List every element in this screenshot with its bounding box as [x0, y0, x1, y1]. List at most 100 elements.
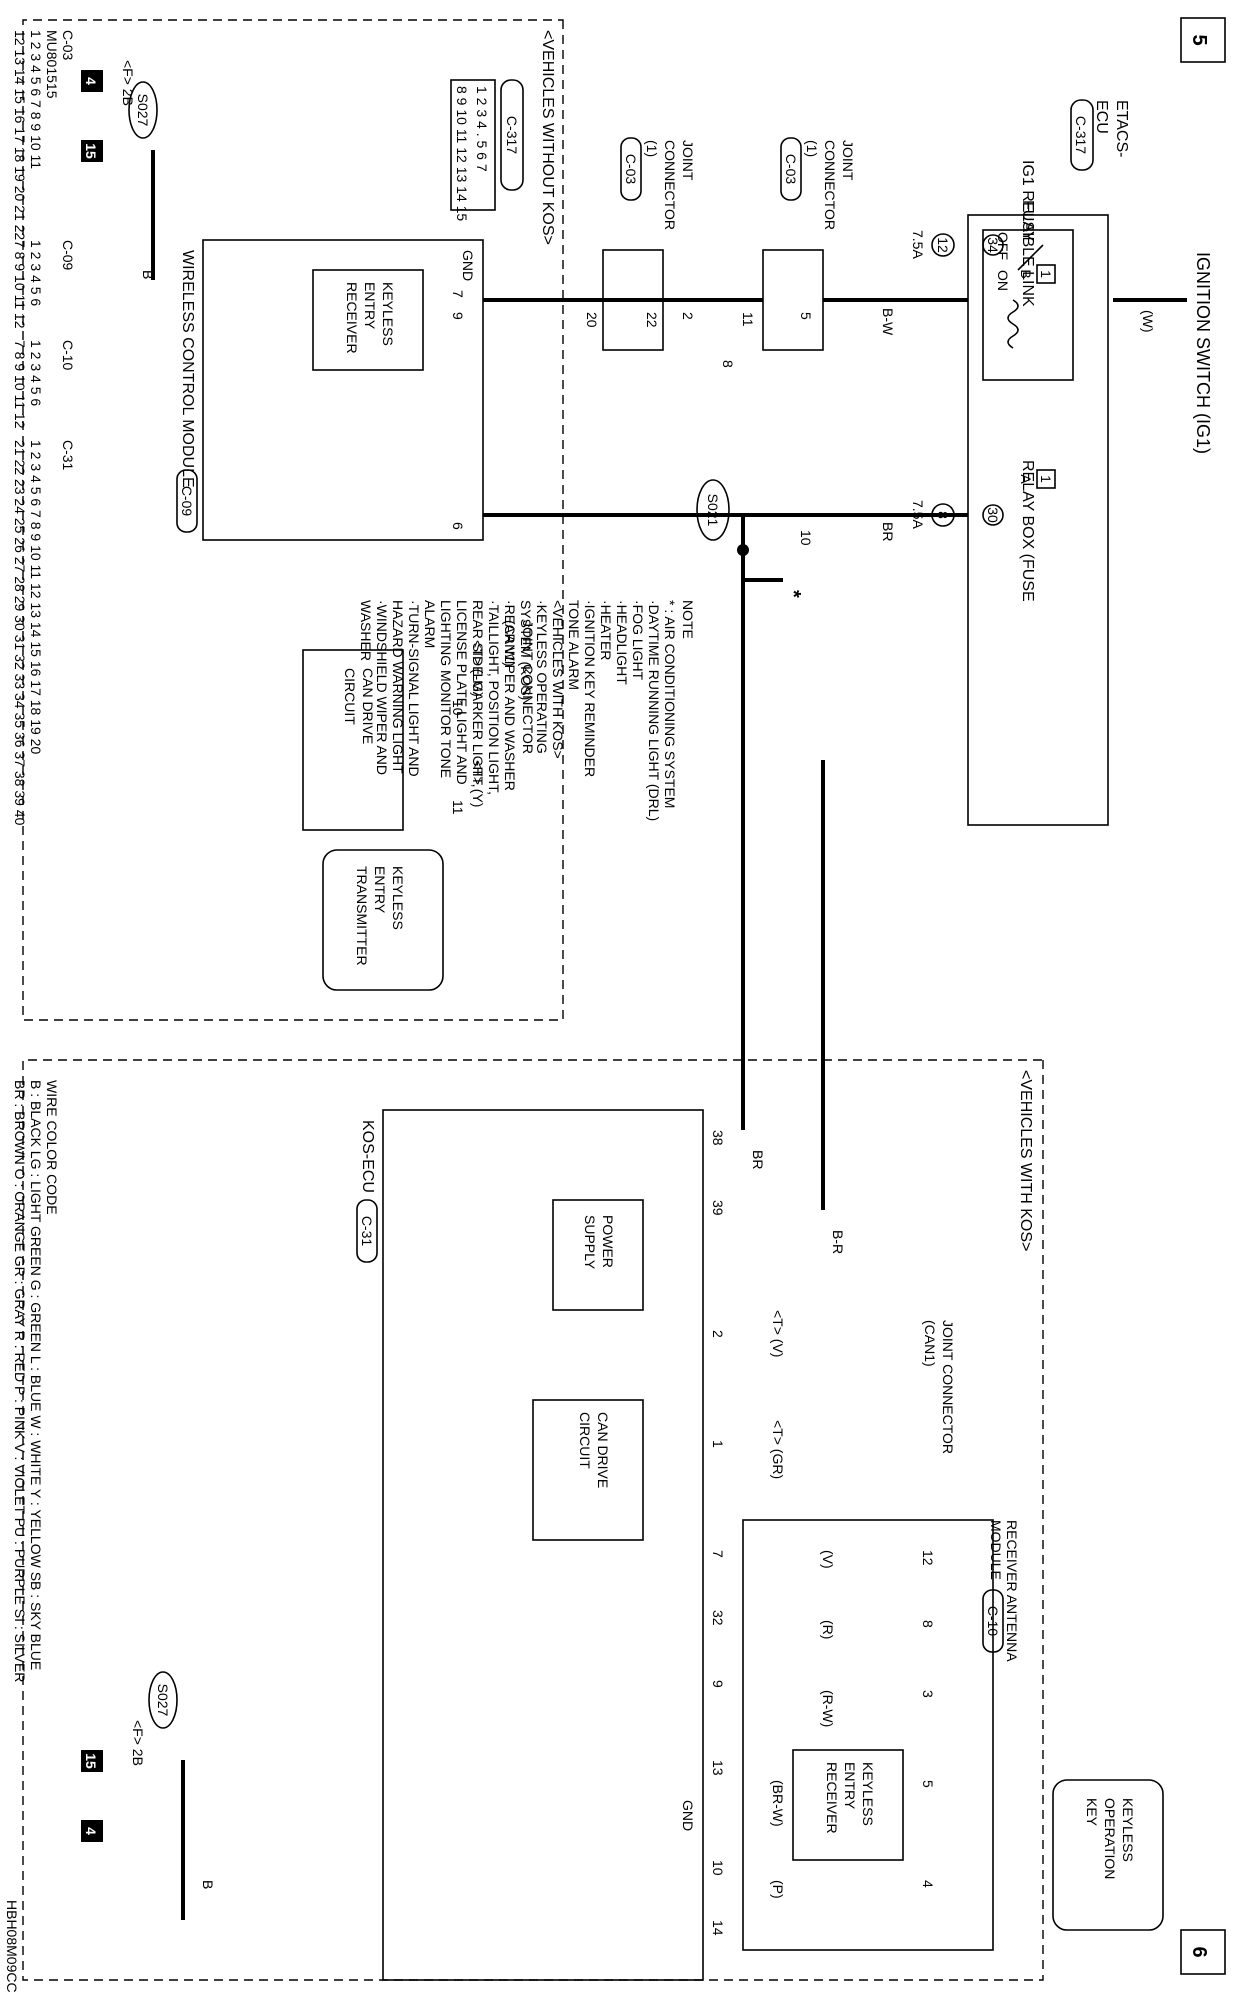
kos-pin-14: 14 [710, 1920, 726, 1936]
note-line-9: SYSTEM (KOS) [518, 600, 534, 700]
connector-view-c03: C-03 MU801515 1 2 3 4 5 6 7 8 9 10 11 12… [12, 30, 76, 240]
relay-box-pin-letter: A [1018, 474, 1034, 484]
wire-color-code-title: WIRE COLOR CODE [44, 1080, 60, 1215]
can-upper-line1: JOINT CONNECTOR [520, 620, 536, 754]
kok-line3: KEY [1084, 1798, 1100, 1827]
wcm-connector: C-09 [179, 486, 195, 517]
ket-line3: TRANSMITTER [354, 866, 370, 966]
diagram-code: HBH08M09CC [4, 1900, 20, 1993]
c09-id: C-09 [60, 240, 76, 271]
wcm-pin-9: 9 [450, 312, 466, 320]
relay-box-label: RELAY BOX (FUSE [1019, 460, 1036, 602]
kok-line1: KEYLESS [1120, 1798, 1136, 1862]
ground-15-upper-text: 15 [83, 143, 99, 159]
etacs-ecu-box [967, 214, 1109, 826]
fusible-link-label: FUSIBLE LINK [1019, 200, 1036, 307]
connector-view-c317: C-317 1 2 3 4 . 5 6 7 8 9 10 11 12 13 14… [450, 79, 524, 221]
relay-box-number: 30 [985, 507, 1001, 523]
splice-s021-badge [696, 479, 730, 541]
fuse-12-circle [931, 233, 955, 257]
note-line-16: ·TURN-SIGNAL LIGHT AND [406, 600, 422, 777]
kos-keyless-entry-receiver-box [792, 1749, 904, 1861]
ram-pin-4: 4 [920, 1880, 936, 1888]
wire-brw: (BR-W) [770, 1780, 786, 1827]
wcm-gnd: GND [460, 250, 476, 281]
can-lower-line1: JOINT CONNECTOR [940, 1320, 956, 1454]
c03-row1: 1 2 3 4 5 6 7 8 9 10 11 [28, 30, 44, 169]
receiver-antenna-box [742, 1519, 994, 1951]
ker-line2: ENTRY [362, 282, 378, 330]
ram-pin-5: 5 [920, 1780, 936, 1788]
keyless-entry-transmitter-box [322, 849, 444, 991]
splice-s021: S021 [705, 494, 721, 527]
note-line-10: ·REAR WIPER AND WASHER [502, 600, 518, 791]
c31-row1: 1 2 3 4 5 6 7 8 9 10 11 12 13 14 15 16 1… [28, 440, 44, 754]
ket-line2: ENTRY [372, 866, 388, 914]
kos-ecu-badge [356, 1199, 378, 1263]
wire-color-code: WIRE COLOR CODE B : BLACK LG : LIGHT GRE… [12, 1080, 60, 1682]
fusible-link-pin-letter: B [1018, 269, 1034, 278]
ig1-relay-on: ON [995, 270, 1011, 291]
note-block: NOTE * : AIR CONDITIONING SYSTEM ·DAYTIM… [358, 600, 696, 821]
etacs-connector-badge [1070, 99, 1094, 171]
kos-wire-br: BR [750, 1150, 766, 1169]
jc-upper-line1: JOINT [840, 140, 856, 181]
jc-upper-connector: C-03 [783, 154, 799, 185]
pin-5: 5 [798, 312, 814, 320]
c03-sub: MU801515 [44, 30, 60, 99]
can-upper-line2: (CAN1) [502, 620, 518, 667]
pin-2: 2 [680, 312, 696, 320]
power-supply-line2: SUPPLY [582, 1215, 598, 1270]
ground-marker-15-lower [81, 1750, 103, 1772]
ram-line1: RECEIVER ANTENNA [1004, 1520, 1020, 1662]
kos-ker-line3: RECEIVER [824, 1762, 840, 1834]
ig1-relay-label: IG1 RELAY [1019, 160, 1036, 242]
ram-pin-12: 12 [920, 1550, 936, 1566]
pin-8: 8 [720, 360, 736, 368]
relay-switch-contact [1017, 244, 1044, 271]
kos-wire-br2: B-R [830, 1230, 846, 1254]
note-line-0: * : AIR CONDITIONING SYSTEM [662, 600, 678, 808]
wcm-box [202, 239, 484, 541]
pin-10: 10 [798, 530, 814, 546]
can-lower-line2: (CAN1) [922, 1320, 938, 1367]
fusible-link-pin-box [1036, 264, 1056, 284]
note-line-6: TONE ALARM [566, 600, 582, 690]
c10-row2: 7 8 9 10 11 12 [12, 340, 28, 429]
f2b-upper: <F> 2B [120, 60, 136, 106]
ground-marker-4-lower [81, 1820, 103, 1842]
wire-y: <T> (Y) [470, 760, 486, 807]
jc-lower-line2: CONNECTOR [662, 140, 678, 230]
f2b-lower: <F> 2B [130, 1720, 146, 1766]
kok-line2: OPERATION [1102, 1798, 1118, 1879]
ground-marker-15-upper [81, 140, 103, 162]
ground-marker-4-upper [81, 70, 103, 92]
note-title: NOTE [680, 600, 696, 639]
note-line-4: ·HEATER [598, 600, 614, 660]
c09-row1: 1 2 3 4 5 6 [28, 240, 44, 306]
c03-id: C-03 [60, 30, 76, 61]
note-line-1: ·DAYTIME RUNNING LIGHT (DRL) [646, 600, 662, 821]
ram-pin-3: 3 [920, 1690, 936, 1698]
note-line-14: LIGHTING MONITOR TONE [438, 600, 454, 778]
ground-4-lower-text: 4 [83, 1827, 99, 1835]
note-line-3: ·HEADLIGHT [614, 600, 630, 685]
ram-pin-8: 8 [920, 1620, 936, 1628]
note-line-18: ·WINDSHIELD WIPER AND [374, 600, 390, 775]
wcm-pin-7: 7 [450, 290, 466, 298]
note-line-12: REAR SIDE-MARKER LIGHT, [470, 600, 486, 787]
joint-connector-upper: JOINT CONNECTOR (1) C-03 [762, 137, 856, 351]
c317-id: C-317 [504, 116, 520, 154]
relay-box-pin-box [1036, 469, 1056, 489]
wire-b-lower: B [200, 1880, 216, 1889]
jc-upper-badge [780, 137, 802, 201]
c317-row2: 8 9 10 11 12 13 14 15 [454, 86, 470, 221]
joint-connector-lower: JOINT CONNECTOR (1) C-03 [602, 137, 696, 351]
wire-lg: <T> (LG) [470, 640, 486, 697]
wcm-can-line1: CAN DRIVE [360, 668, 376, 744]
wire-color-w: (W) [1140, 310, 1156, 333]
wire-color-br: BR [880, 522, 896, 541]
page-number-bottom-text: 6 [1188, 1946, 1210, 1957]
wcm-can-line2: CIRCUIT [342, 668, 358, 725]
c31-id: C-31 [60, 440, 76, 471]
